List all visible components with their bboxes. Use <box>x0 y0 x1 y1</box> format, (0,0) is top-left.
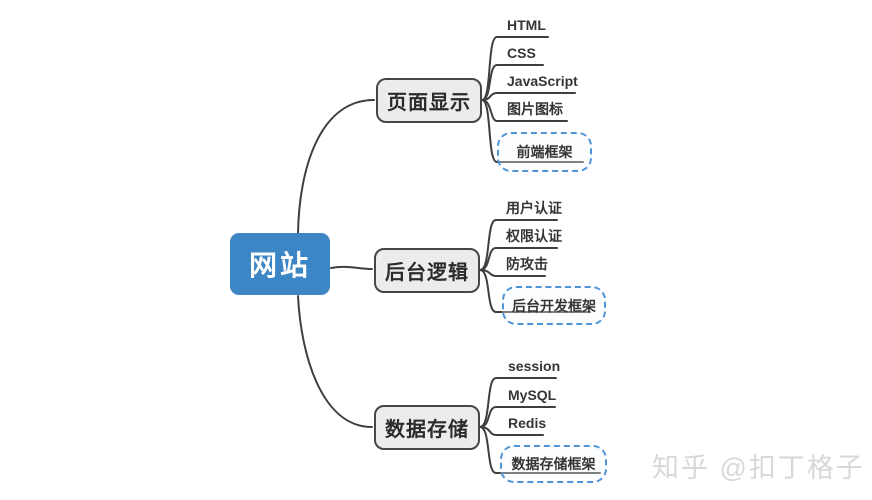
frame-data-storage-framework: 数据存储框架 <box>500 445 607 483</box>
topic-anti-attack: 防攻击 <box>506 256 548 272</box>
frame-frontend-framework: 前端框架 <box>497 132 592 172</box>
frame-backend-dev-framework: 后台开发框架 <box>502 286 606 325</box>
connector-root-page-display <box>297 99 375 235</box>
topic-html: HTML <box>507 17 546 33</box>
connector-frame-storage <box>479 426 601 474</box>
connector-root-backend-logic <box>330 265 373 270</box>
connector-frame-backend <box>479 269 591 313</box>
topic-session: session <box>508 358 561 374</box>
topic-mysql: MySQL <box>508 387 557 403</box>
topic-javascript: JavaScript <box>507 73 578 89</box>
topic-redis: Redis <box>508 415 547 431</box>
topic-user-auth: 用户认证 <box>506 200 562 216</box>
branch-node-page-display: 页面显示 <box>376 78 482 123</box>
topic-permission-auth: 权限认证 <box>506 228 562 244</box>
branch-node-data-storage: 数据存储 <box>374 405 480 450</box>
connector-frame-frontend <box>481 99 584 163</box>
branch-node-backend-logic: 后台逻辑 <box>374 248 480 293</box>
watermark-text: 知乎 @扣丁格子 <box>652 453 865 483</box>
topic-css: CSS <box>507 45 536 61</box>
connector-root-data-storage <box>297 295 373 428</box>
topic-images-icons: 图片图标 <box>507 101 563 117</box>
connector-topic-javascript <box>481 92 576 101</box>
root-node: 网站 <box>230 233 330 295</box>
